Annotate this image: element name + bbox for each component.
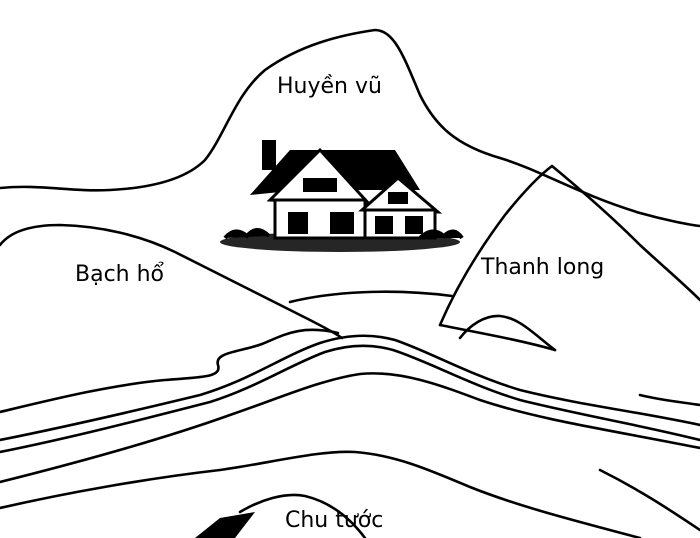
bach-ho-foot: [0, 328, 340, 414]
label-chu-tuoc: Chu tước: [285, 508, 384, 533]
label-bach-ho: Bạch hổ: [75, 262, 165, 287]
chu-tuoc-hill: [0, 450, 642, 538]
thanh-long-mound: [458, 314, 557, 352]
path-hatch: [195, 512, 255, 538]
bach-ho-mountain: [0, 223, 344, 340]
middle-hill: [288, 290, 454, 304]
land-line: [0, 372, 700, 484]
house-icon: [220, 140, 464, 252]
road-line-upper: [0, 334, 700, 442]
chu-tuoc-inner: [238, 493, 367, 538]
label-thanh-long: Thanh long: [481, 255, 605, 280]
thanh-long-mountain: [438, 164, 700, 327]
thanh-long-base: [438, 323, 557, 352]
road-line-lower: [0, 344, 700, 454]
right-line: [638, 393, 700, 407]
right-line-2: [598, 468, 700, 532]
label-huyen-vu: Huyền vũ: [277, 74, 382, 99]
huyen-vu-mountain: [0, 28, 700, 228]
